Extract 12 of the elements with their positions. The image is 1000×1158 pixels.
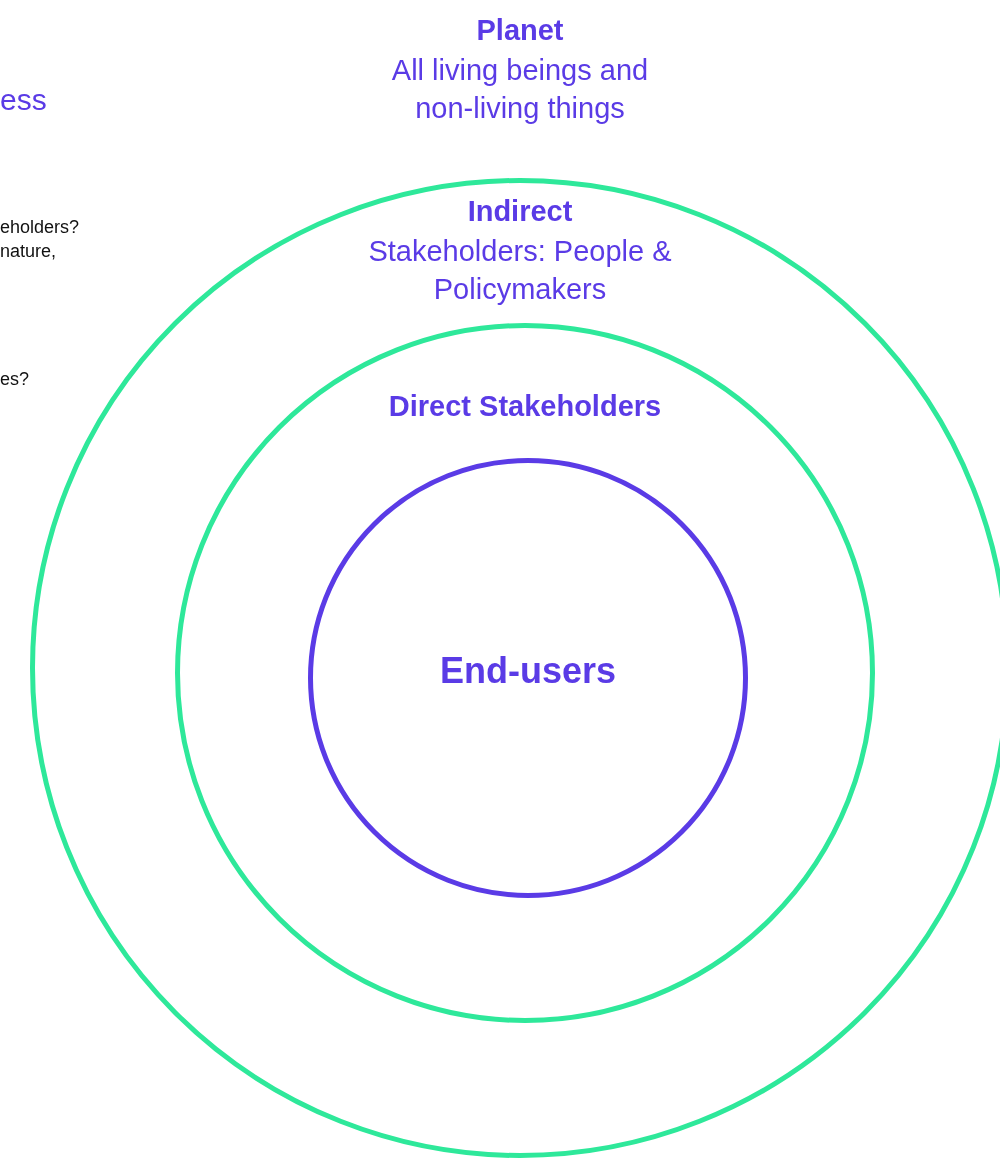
heading: Planet	[475, 13, 565, 48]
subheading: All living beings and non-living things	[390, 53, 650, 126]
circle-heading: Indirect	[466, 194, 574, 229]
text-fragment: nature,	[0, 240, 57, 263]
text-fragment: es?	[0, 368, 30, 391]
circle-label: Direct Stakeholders	[387, 389, 663, 424]
ring-circle	[308, 458, 748, 898]
heading-fragment: ess	[0, 82, 47, 118]
ring-circle	[175, 323, 875, 1023]
circle-label: End-users	[438, 649, 617, 693]
circle-label: Stakeholders: People & Policymakers	[367, 234, 673, 307]
text-fragment: eholders?	[0, 216, 80, 239]
